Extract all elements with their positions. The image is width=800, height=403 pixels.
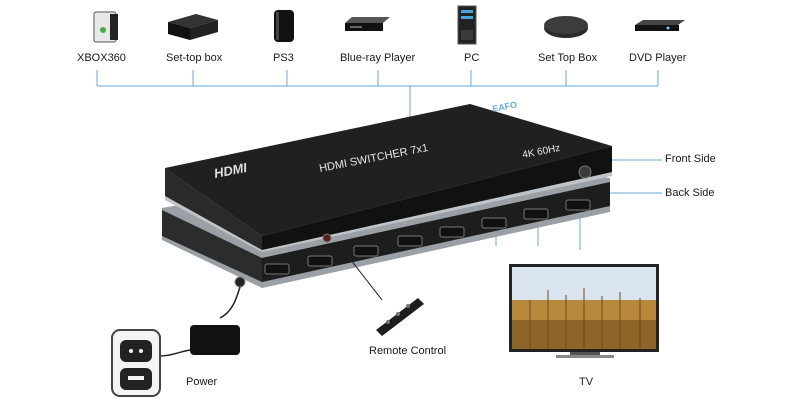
power-adapter-icon: [190, 325, 240, 355]
source-label-xbox360: XBOX360: [77, 52, 126, 64]
tv-label: TV: [579, 376, 594, 388]
source-label-ps3: PS3: [273, 52, 294, 64]
source-label-set-top-box-2: Set Top Box: [538, 52, 598, 64]
device-brand: EAFO: [491, 99, 517, 114]
power-jack: [234, 276, 246, 288]
source-label-dvd-player: DVD Player: [629, 52, 687, 64]
set-top-box-round-icon: [544, 16, 588, 38]
front-side-label: Front Side: [665, 153, 716, 165]
hdmi-ports: [264, 199, 591, 275]
remote-control-label: Remote Control: [369, 345, 447, 357]
source-label-pc: PC: [464, 52, 480, 64]
power-outlet-icon: [111, 329, 161, 397]
xbox360-icon: [93, 11, 118, 43]
back-side-label: Back Side: [665, 187, 715, 199]
power-label: Power: [186, 376, 218, 388]
remote-control-icon: [339, 245, 424, 336]
bluray-player-icon: [345, 17, 390, 31]
ps3-icon: [274, 10, 294, 42]
pc-tower-icon: [457, 5, 477, 45]
set-top-box-icon: [168, 14, 218, 40]
hdmi-logo: HDMI: [213, 160, 249, 181]
tv-icon: [509, 264, 659, 358]
power-cable: [159, 286, 241, 357]
source-label-bluray: Blue-ray Player: [340, 52, 416, 64]
hdmi-switcher-front: [165, 104, 612, 252]
dvd-player-icon: [635, 20, 685, 31]
source-label-set-top-box: Set-top box: [166, 52, 223, 64]
